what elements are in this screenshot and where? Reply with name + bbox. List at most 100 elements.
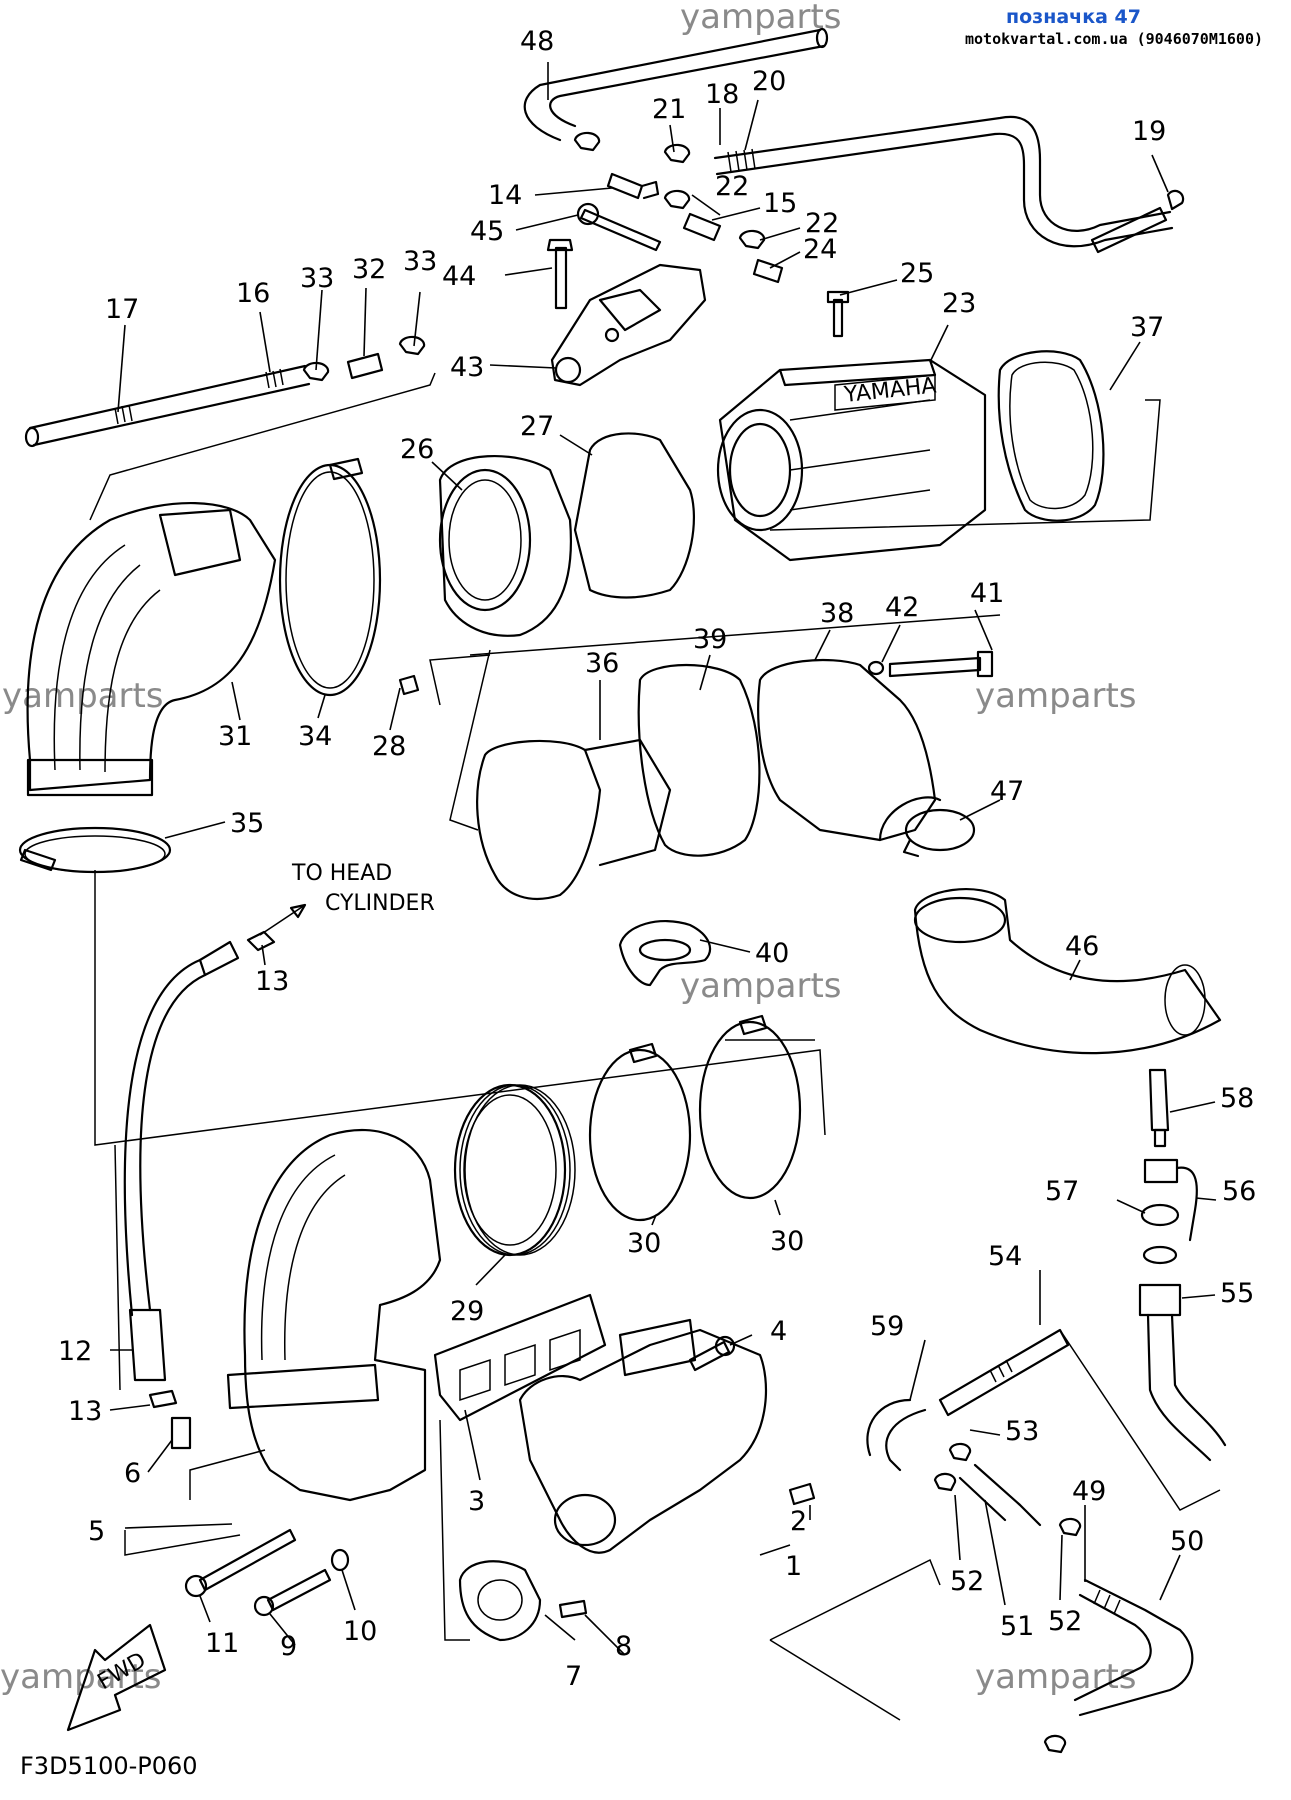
part-label: 42: [885, 592, 919, 623]
flange-7: [458, 1560, 588, 1642]
gaskets-upper: [573, 350, 1105, 599]
bolts-lower: [184, 1335, 736, 1617]
diagram-code: F3D5100-P060: [20, 1752, 198, 1780]
part-label: 49: [1072, 1476, 1106, 1507]
part-label: 5: [88, 1516, 105, 1547]
part-label: 2: [790, 1506, 807, 1537]
watermark-6: yamparts: [975, 1657, 1137, 1697]
part-label: 25: [900, 258, 934, 289]
part-label: 27: [520, 411, 554, 442]
manifold-1: [518, 1318, 816, 1554]
part-label: 45: [470, 216, 504, 247]
watermark-3: yamparts: [975, 676, 1137, 716]
part-label: 11: [205, 1628, 239, 1659]
part-label: 23: [942, 288, 976, 319]
part-label: 33: [300, 263, 334, 294]
upper-hoses: [24, 27, 1185, 448]
part-label: 3: [468, 1486, 485, 1517]
part-labels: 48 21 18 20 19 14 22 15 45 22 24 44 25 2…: [58, 26, 1256, 1692]
watermark-4: yamparts: [680, 966, 842, 1006]
part-label: 55: [1220, 1278, 1254, 1309]
hose-12: [123, 940, 240, 1382]
part-label: 15: [763, 188, 797, 219]
part-label: 56: [1222, 1176, 1256, 1207]
part-label: 48: [520, 26, 554, 57]
leader-lines: [109, 62, 1217, 1656]
part-label: 36: [585, 648, 619, 679]
part-label: 13: [255, 966, 289, 997]
part-label: 34: [298, 721, 332, 752]
fitting-13: [148, 930, 276, 1450]
part-label: 50: [1170, 1526, 1204, 1557]
part-label: 54: [988, 1241, 1022, 1272]
watermarks: yamparts yamparts yamparts yamparts yamp…: [0, 0, 1137, 1697]
part-label: 35: [230, 808, 264, 839]
assembly-lines: [89, 372, 1221, 1721]
part-label: 17: [105, 294, 139, 325]
part-label: 32: [352, 254, 386, 285]
part-label: 16: [236, 278, 270, 309]
part-label: 22: [715, 171, 749, 202]
part-label: 24: [803, 234, 837, 265]
clamp-47: [902, 808, 976, 858]
part-label: 7: [565, 1661, 582, 1692]
clamp-30a: [588, 1042, 692, 1222]
part-label: 43: [450, 352, 484, 383]
part-label: 44: [442, 261, 476, 292]
part-label: 30: [627, 1228, 661, 1259]
part-label: 4: [770, 1316, 787, 1347]
part-label: 40: [755, 938, 789, 969]
part-label: 6: [124, 1458, 141, 1489]
exhaust-middle: [476, 650, 994, 900]
part-label: 57: [1045, 1176, 1079, 1207]
flange-26: [398, 455, 572, 696]
gasket-3: [433, 1293, 607, 1422]
part-label: 21: [652, 94, 686, 125]
part-label: 20: [752, 66, 786, 97]
bracket: [550, 263, 707, 387]
header-subtitle: motokvartal.com.ua (9046070M1600): [964, 30, 1263, 48]
hose-46: [913, 888, 1222, 1055]
part-label: 28: [372, 731, 406, 762]
part-label: 59: [870, 1311, 904, 1342]
part-label: 31: [218, 721, 252, 752]
part-label: 1: [785, 1551, 802, 1582]
header-title: позначка 47: [1006, 6, 1141, 28]
note-line-1: TO HEAD: [291, 861, 392, 886]
part-label: 52: [1048, 1606, 1082, 1637]
clamp-34: [278, 457, 382, 697]
part-label: 18: [705, 79, 739, 110]
brand-text: YAMAHA: [842, 373, 938, 408]
part-label: 46: [1065, 931, 1099, 962]
part-label: 53: [1005, 1416, 1039, 1447]
part-label: 38: [820, 598, 854, 629]
note-line-2: CYLINDER: [325, 891, 435, 916]
part-label: 12: [58, 1336, 92, 1367]
part-label: 33: [403, 246, 437, 277]
clamp-30b: [698, 1014, 802, 1200]
part-label: 30: [770, 1226, 804, 1257]
part-label: 26: [400, 434, 434, 465]
part-label: 13: [68, 1396, 102, 1427]
part-label: 52: [950, 1566, 984, 1597]
part-label: 19: [1132, 116, 1166, 147]
part-label: 9: [280, 1631, 297, 1662]
elbow-31: [26, 501, 277, 797]
part-label: 14: [488, 180, 522, 211]
lower-hoses: [866, 1328, 1194, 1754]
clamp-35: [18, 826, 172, 874]
ring-29: [453, 1083, 576, 1257]
muffler-23: [716, 358, 987, 562]
part-label: 41: [970, 578, 1004, 609]
part-label: 29: [450, 1296, 484, 1327]
part-label: 22: [805, 208, 839, 239]
part-label: 58: [1220, 1083, 1254, 1114]
small-fittings: [302, 131, 850, 382]
part-label: 51: [1000, 1611, 1034, 1642]
part-label: 39: [693, 624, 727, 655]
exhaust-manifold-5: [226, 1128, 442, 1502]
part-label: 10: [343, 1616, 377, 1647]
part-label: 47: [990, 776, 1024, 807]
part-label: 37: [1130, 312, 1164, 343]
